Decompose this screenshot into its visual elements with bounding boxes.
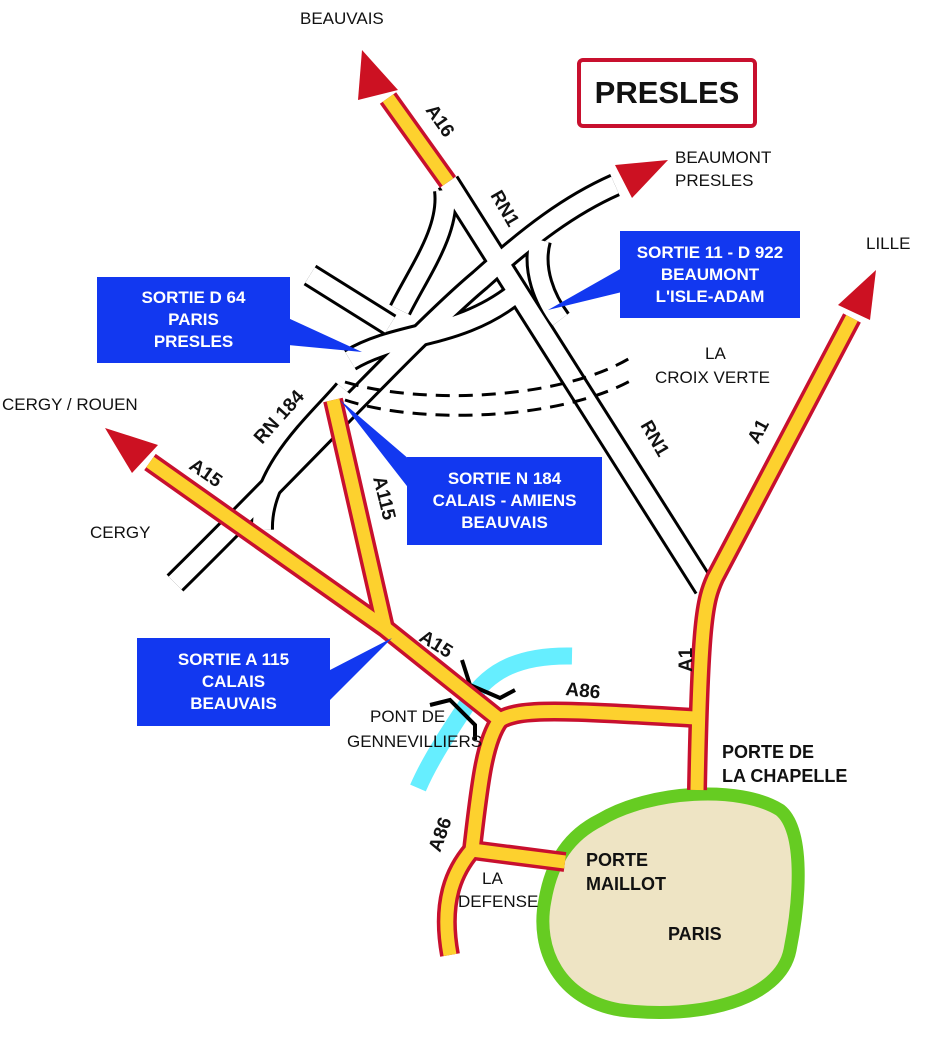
road-a86-south: A86 — [425, 815, 457, 855]
road-rn1-north: RN1 — [486, 187, 523, 231]
exit-line: CALAIS - AMIENS — [432, 491, 577, 510]
road-a115: A115 — [368, 474, 399, 523]
arrow-beaumont-icon — [615, 160, 668, 198]
presles-sign: PRESLES — [577, 58, 757, 128]
label-paris: PARIS — [668, 924, 722, 944]
exit-line: PRESLES — [153, 332, 234, 351]
label-porte-maillot-2: MAILLOT — [586, 874, 666, 894]
exit-line: SORTIE 11 - D 922 — [636, 242, 784, 262]
road-a1-north: A1 — [744, 416, 774, 448]
label-la-defense-2: DEFENSE — [458, 892, 538, 911]
label-porte-chapelle-2: LA CHAPELLE — [722, 766, 847, 786]
exit-line: PARIS — [168, 310, 219, 329]
label-croix-verte: CROIX VERTE — [655, 368, 770, 387]
label-porte-maillot-1: PORTE — [586, 850, 648, 870]
road-rn1-south: RN1 — [636, 417, 673, 461]
exit-pointer — [288, 318, 362, 352]
paris-area — [536, 787, 805, 1019]
exit-box-d922: SORTIE 11 - D 922 BEAUMONT L'ISLE-ADAM — [620, 231, 800, 318]
secondary-roads — [166, 174, 716, 740]
exit-pointer — [548, 268, 622, 310]
exit-pointer — [330, 638, 392, 700]
label-gennevilliers: GENNEVILLIERS — [347, 732, 482, 751]
exit-box-n184: SORTIE N 184 CALAIS - AMIENS BEAUVAIS — [407, 457, 602, 545]
road-a86-east: A86 — [564, 679, 601, 704]
label-beauvais: BEAUVAIS — [300, 9, 384, 28]
arrow-cergy-icon — [105, 428, 158, 473]
exit-line: BEAUVAIS — [461, 513, 548, 532]
exit-line: SORTIE N 184 — [447, 469, 562, 488]
exit-line: SORTIE A 115 — [177, 650, 290, 669]
motorways — [144, 92, 861, 957]
label-porte-chapelle-1: PORTE DE — [722, 742, 814, 762]
label-beaumont: BEAUMONT — [675, 148, 771, 167]
arrow-beauvais-icon — [358, 50, 398, 100]
exit-box-a115: SORTIE A 115 CALAIS BEAUVAIS — [137, 638, 330, 726]
label-la-defense-1: LA — [482, 869, 503, 888]
croix-verte-road — [344, 356, 631, 398]
exit-box-d64: SORTIE D 64 PARIS PRESLES — [97, 277, 290, 363]
exit-pointer — [340, 400, 410, 490]
exit-line: SORTIE D 64 — [141, 288, 246, 307]
label-cergy-rouen: CERGY / ROUEN — [2, 395, 138, 414]
label-pont-de: PONT DE — [370, 707, 445, 726]
road-a1-south: A1 — [676, 647, 697, 672]
exit-line: BEAUMONT — [660, 264, 760, 284]
exit-line: BEAUVAIS — [190, 694, 277, 713]
arrow-lille-icon — [838, 270, 876, 320]
label-lille: LILLE — [866, 234, 910, 253]
exit-line: L'ISLE-ADAM — [655, 286, 765, 306]
label-la: LA — [705, 344, 726, 363]
exit-line: CALAIS — [201, 672, 266, 691]
label-presles: PRESLES — [675, 171, 753, 190]
label-cergy: CERGY — [90, 523, 150, 542]
